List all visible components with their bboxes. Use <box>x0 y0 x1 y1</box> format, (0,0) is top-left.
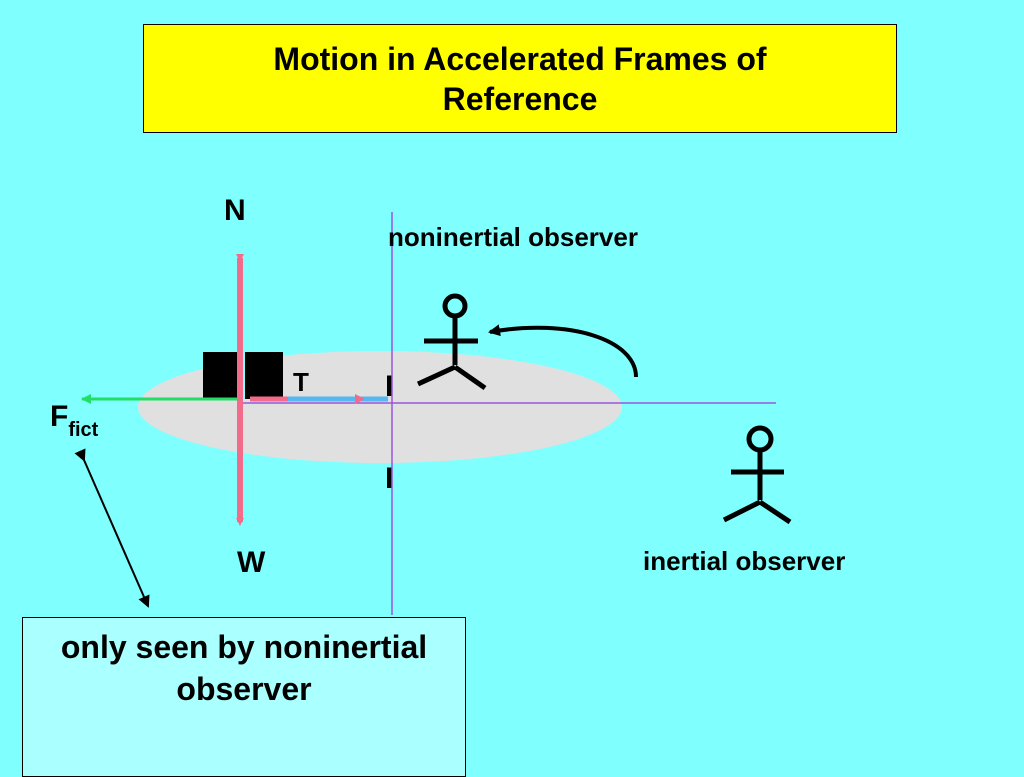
curved-arrow-icon <box>488 324 638 378</box>
tension-label: T <box>293 367 309 397</box>
inertial-observer-label: inertial observer <box>643 546 846 576</box>
normal-force-label: N <box>224 194 246 227</box>
fictitious-force-subscript: fict <box>68 419 99 441</box>
pointer-line <box>74 448 150 608</box>
weight-label: W <box>237 546 266 579</box>
fictitious-force-main: F <box>50 400 69 433</box>
fictitious-force-label: Ffict <box>50 400 98 441</box>
note-text: only seen by noninertial observer <box>60 629 428 707</box>
stick-figure-icon <box>416 293 487 391</box>
title-box: Motion in Accelerated Frames of Referenc… <box>143 24 897 133</box>
axis-label-bottom: I <box>385 462 394 495</box>
axis-label-top: I <box>385 370 394 403</box>
noninertial-observer-label: noninertial observer <box>388 222 638 252</box>
page-title: Motion in Accelerated Frames of Referenc… <box>273 40 767 117</box>
note-box: only seen by noninertial observer <box>22 617 466 777</box>
stick-figure-icon <box>722 425 792 525</box>
